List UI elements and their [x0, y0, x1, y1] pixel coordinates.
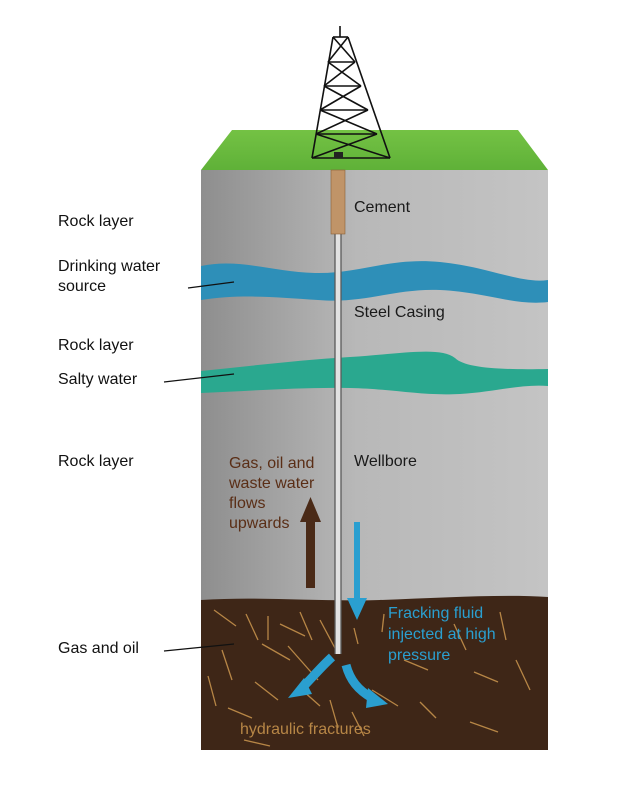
upflow-label-line4: upwards	[229, 515, 290, 532]
drinking-water-leader	[187, 281, 235, 289]
wellbore-label: Wellbore	[354, 453, 417, 470]
gas-oil-layer	[201, 595, 548, 750]
steel-casing-label: Steel Casing	[354, 304, 445, 321]
salty-water-leader	[163, 373, 235, 383]
fracking-label-line2: injected at high	[388, 626, 496, 643]
drinking-water-label-line2: source	[58, 278, 107, 295]
right-outflow-arrowhead	[366, 688, 388, 708]
rock-layer-label-1: Rock layer	[58, 213, 134, 230]
gas-and-oil-label: Gas and oil	[58, 640, 139, 657]
upflow-arrow	[300, 497, 321, 588]
fracking-label-line3: pressure	[388, 647, 451, 664]
fracking-label-line1: Fracking fluid	[388, 605, 484, 622]
drilling-derrick	[311, 26, 391, 159]
hydraulic-fractures-label: hydraulic fractures	[240, 721, 371, 738]
upflow-label-line2: waste water	[229, 475, 315, 492]
cement-label: Cement	[354, 199, 411, 216]
fracking-fluid-arrow	[347, 522, 367, 620]
cement-casing	[330, 169, 346, 235]
wellbore-pipe	[335, 170, 341, 654]
left-outflow-arrowhead	[288, 678, 312, 698]
drinking-water-layer	[201, 261, 548, 303]
rock-layer-label-2: Rock layer	[58, 337, 134, 354]
grass-surface	[201, 130, 548, 170]
drinking-water-label-line1: Drinking water	[58, 258, 161, 275]
gas-oil-leader	[163, 643, 235, 652]
salty-water-label: Salty water	[58, 371, 138, 388]
salty-water-layer	[201, 351, 548, 395]
wellhead	[334, 152, 343, 158]
rock-layer-label-3: Rock layer	[58, 453, 134, 470]
upflow-label-line1: Gas, oil and	[229, 455, 315, 472]
upflow-label-line3: flows	[229, 495, 266, 512]
